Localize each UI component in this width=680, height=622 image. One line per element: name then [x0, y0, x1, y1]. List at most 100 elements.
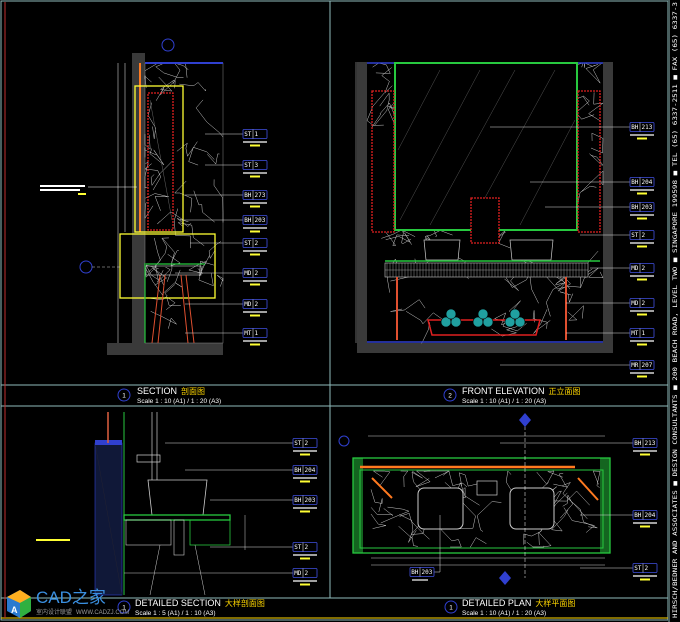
drawing-title: DETAILED PLAN: [462, 598, 531, 608]
tag-number: 213: [642, 124, 653, 131]
svg-text:A: A: [11, 605, 18, 615]
tag-code: ST: [294, 544, 302, 551]
watermark-brand: CAD之家: [36, 588, 106, 607]
detailed-section-drawing: [36, 412, 246, 596]
tag-number: 2: [305, 544, 309, 551]
tag-code: BH: [631, 179, 639, 186]
tag-code: MD: [631, 265, 639, 272]
tag-code: BH: [294, 497, 302, 504]
tag-number: 2: [645, 565, 649, 572]
tag-code: ST: [294, 440, 302, 447]
drawing-number: 1: [122, 605, 126, 612]
tag-code: MD: [244, 270, 252, 277]
drawing-scale: Scale 1 : 5 (A1) / 1 : 10 (A3): [135, 610, 216, 617]
tag-number: 2: [642, 265, 646, 272]
drawing-number: 1: [449, 605, 453, 612]
tag-number: 207: [642, 362, 653, 369]
tag-number: 204: [305, 467, 316, 474]
tag-code: MT: [631, 330, 639, 337]
drawing-title-cn: 大样剖面图: [225, 598, 265, 608]
tag-code: BH: [244, 192, 252, 199]
rolled-towels-icon: [440, 308, 462, 328]
drawing-scale: Scale 1 : 10 (A1) / 1 : 20 (A3): [137, 398, 221, 405]
tag-code: MD: [631, 300, 639, 307]
drawing-title-cn: 正立面图: [549, 386, 581, 396]
title-strip: HIRSCH/BEDNER AND ASSOCIATES ■ DESIGN CO…: [668, 0, 680, 622]
tag-number: 2: [255, 240, 259, 247]
detailed-plan-drawing: [338, 413, 611, 585]
drawing-number: 2: [448, 393, 452, 400]
drawing-title-cn: 大样平面图: [535, 598, 575, 608]
drawing-title: DETAILED SECTION: [135, 598, 221, 608]
tag-code: MT: [244, 330, 252, 337]
front-elevation-drawing: [355, 62, 613, 353]
tag-number: 203: [255, 217, 266, 224]
tag-number: 3: [255, 162, 259, 169]
tag-number: 203: [305, 497, 316, 504]
tag-code: BH: [634, 512, 642, 519]
section-drawing: [40, 38, 224, 355]
tag-code: MR: [631, 362, 639, 369]
tag-code: BH: [631, 124, 639, 131]
rolled-towels-icon: [504, 308, 526, 328]
tag-number: 2: [255, 301, 259, 308]
cad-logo-icon: A: [7, 590, 31, 618]
tag-number: 2: [642, 300, 646, 307]
tag-code: BH: [294, 467, 302, 474]
tag-code: ST: [244, 131, 252, 138]
tag-number: 2: [305, 570, 309, 577]
title-section: 1 SECTION 剖面图 Scale 1 : 10 (A1) / 1 : 20…: [117, 386, 221, 405]
tag-number: 1: [642, 330, 646, 337]
tag-code: BH: [244, 217, 252, 224]
tag-code: BH: [411, 569, 419, 576]
tag-code: MD: [244, 301, 252, 308]
title-detailed-section: 1 DETAILED SECTION 大样剖面图 Scale 1 : 5 (A1…: [117, 598, 265, 617]
tag-code: ST: [244, 162, 252, 169]
drawing-title: FRONT ELEVATION: [462, 386, 545, 396]
tag-code: ST: [634, 565, 642, 572]
title-front-elevation: 2 FRONT ELEVATION 正立面图 Scale 1 : 10 (A1)…: [443, 386, 581, 405]
tag-number: 2: [642, 232, 646, 239]
tag-number: 204: [645, 512, 656, 519]
title-detailed-plan: 1 DETAILED PLAN 大样平面图 Scale 1 : 10 (A1) …: [444, 598, 575, 617]
tag-code: ST: [244, 240, 252, 247]
drawing-title: SECTION: [137, 386, 177, 396]
tag-number: 2: [255, 270, 259, 277]
rolled-towels-icon: [472, 308, 494, 328]
tag-code: MD: [294, 570, 302, 577]
tag-number: 203: [642, 204, 653, 211]
tag-number: 204: [642, 179, 653, 186]
tag-code: BH: [631, 204, 639, 211]
grid-band: [385, 263, 588, 277]
tag-code: BH: [634, 440, 642, 447]
drawing-scale: Scale 1 : 10 (A1) / 1 : 20 (A3): [462, 398, 546, 405]
tag-number: 2: [305, 440, 309, 447]
watermark: A CAD之家 室内设计联盟 WWW.CADZJ.COM: [7, 588, 129, 618]
tag-number: 203: [422, 569, 433, 576]
